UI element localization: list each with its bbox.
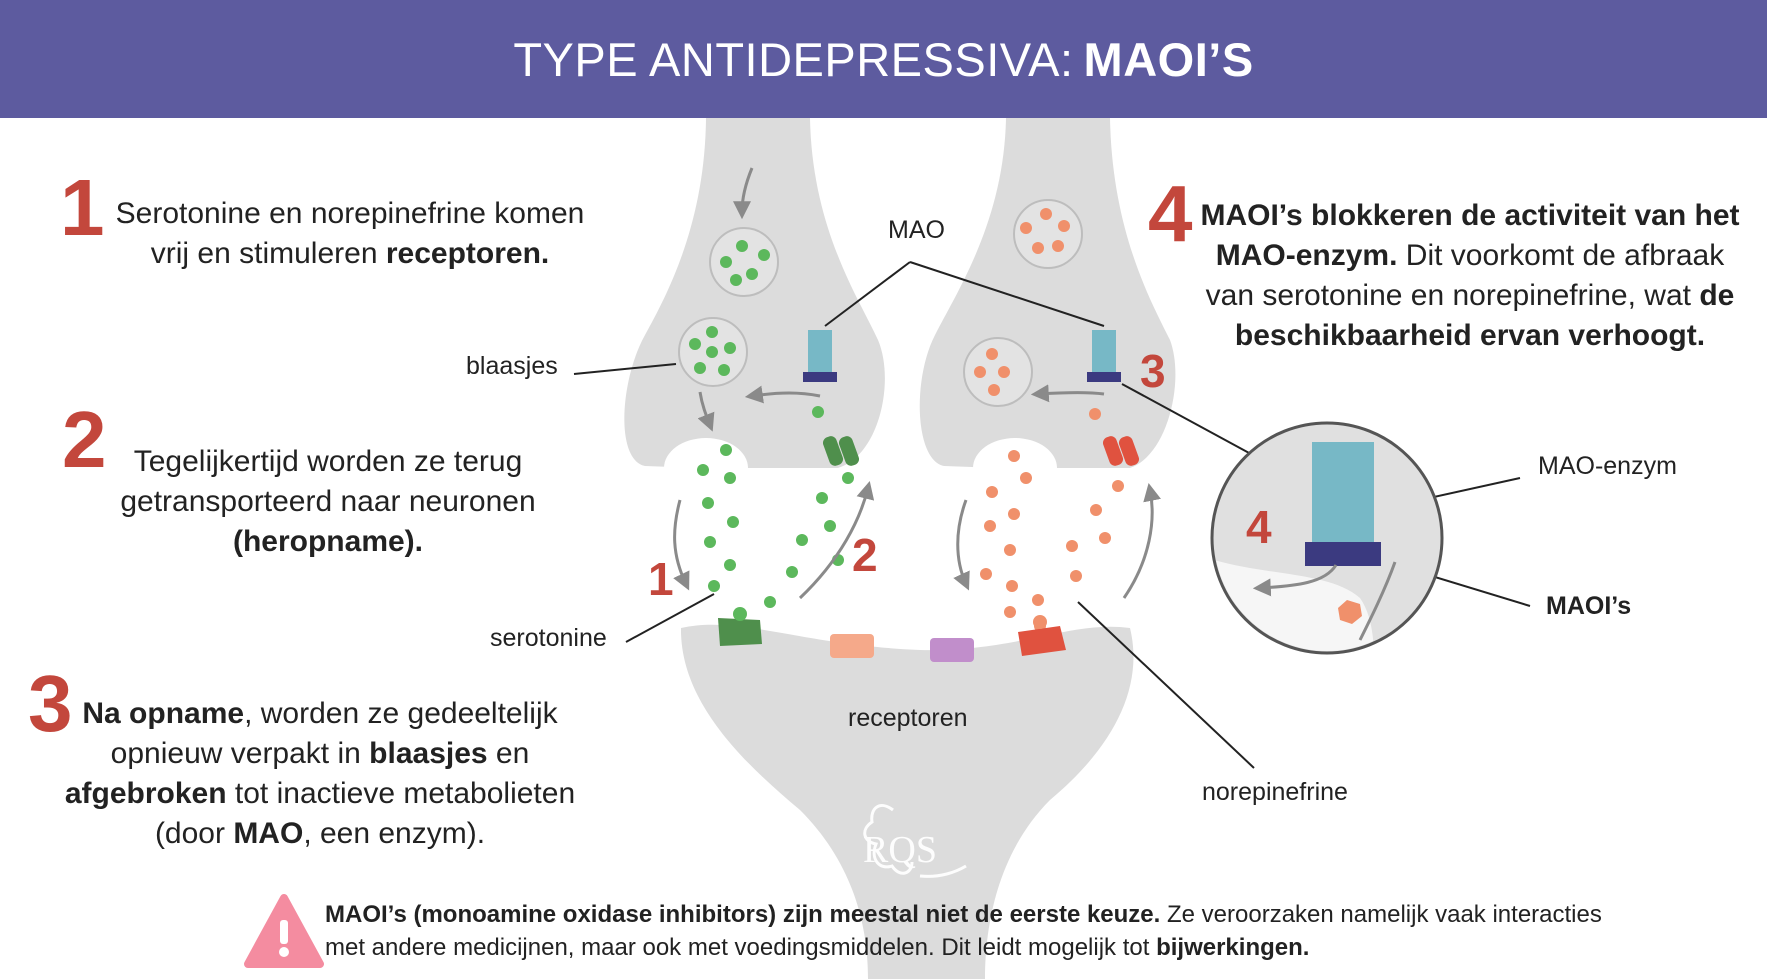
warning-bold-end: bijwerkingen. bbox=[1156, 934, 1310, 961]
page-header: TYPE ANTIDEPRESSIVA: MAOI’S bbox=[0, 0, 1767, 118]
label-norepinefrine: norepinefrine bbox=[1202, 778, 1348, 806]
step-3-bold-3: afgebroken bbox=[64, 777, 227, 810]
step-4-bold-1: MAOI’s blokkeren de activiteit van het bbox=[1200, 199, 1740, 232]
diagram-number-3: 3 bbox=[1140, 345, 1166, 397]
step-3-line1: , worden ze gedeeltelijk bbox=[244, 697, 558, 730]
step-4-bold-3: de bbox=[1699, 279, 1735, 312]
zoom-circle bbox=[1210, 421, 1444, 655]
flow-arrows bbox=[673, 167, 1161, 600]
transporter-left bbox=[822, 436, 860, 466]
mao-enzyme-left bbox=[808, 330, 832, 372]
diagram-number-2: 2 bbox=[852, 529, 878, 581]
step-1-line2: vrij en stimuleren bbox=[150, 237, 386, 270]
step-number-4: 4 bbox=[1148, 169, 1193, 258]
vesicle-right-top bbox=[1013, 199, 1083, 269]
step-3-line4: (door bbox=[154, 817, 234, 850]
mao-enzyme-right bbox=[1092, 330, 1116, 372]
maoi-block-left bbox=[803, 372, 837, 382]
receptor-orange bbox=[830, 634, 874, 658]
step-3-line3: tot inactieve metabolieten bbox=[226, 777, 576, 810]
svg-text:RQS: RQS bbox=[863, 829, 937, 871]
transporter-right bbox=[1102, 436, 1140, 466]
diagram-number-1: 1 bbox=[648, 553, 674, 605]
serotonin-molecules bbox=[697, 406, 854, 608]
diagram-number-4: 4 bbox=[1246, 501, 1272, 553]
rqs-logo: RQS bbox=[863, 804, 967, 878]
step-4-bold-2: MAO-enzym. bbox=[1215, 239, 1398, 272]
step-3-bold-1: Na opname bbox=[82, 697, 245, 730]
label-blaasjes: blaasjes bbox=[466, 352, 558, 380]
step-number-3: 3 bbox=[28, 659, 73, 748]
title-prefix: TYPE ANTIDEPRESSIVA: bbox=[513, 32, 1074, 86]
postsynaptic-neuron bbox=[680, 624, 1134, 979]
maoi-block-right bbox=[1087, 372, 1121, 382]
step-3-line4-end: , een enzym). bbox=[303, 817, 486, 850]
serotonin-receptor bbox=[718, 618, 762, 646]
step-4-line3: van serotonine en norepinefrine, wat bbox=[1205, 279, 1700, 312]
step-1-text: Serotonine en norepinefrine komen vrij e… bbox=[110, 194, 590, 274]
step-2-text: Tegelijkertijd worden ze terug getranspo… bbox=[108, 442, 548, 562]
step-number-2: 2 bbox=[62, 395, 107, 484]
step-3-bold-4: MAO bbox=[233, 817, 304, 850]
norepinephrine-molecules bbox=[980, 408, 1124, 632]
step-4-line2: Dit voorkomt de afbraak bbox=[1397, 239, 1725, 272]
norepinephrine-in-vesicles bbox=[974, 208, 1070, 396]
norepinephrine-receptor bbox=[1018, 626, 1066, 656]
step-3-line2: opnieuw verpakt in bbox=[110, 737, 370, 770]
leader-lines bbox=[573, 261, 1531, 769]
warning-bold: MAOI’s (monoamine oxidase inhibitors) zi… bbox=[325, 901, 1161, 928]
label-mao: MAO bbox=[888, 216, 945, 244]
step-number-1: 1 bbox=[60, 163, 105, 252]
step-3-text: Na opname, worden ze gedeeltelijk opnieu… bbox=[60, 694, 580, 854]
step-2-line1: Tegelijkertijd worden ze terug bbox=[133, 445, 523, 478]
receptor-purple bbox=[930, 638, 974, 662]
step-4-text: MAOI’s blokkeren de activiteit van het M… bbox=[1200, 196, 1740, 356]
serotonin-in-vesicles bbox=[689, 240, 770, 376]
step-3-bold-2: blaasjes bbox=[369, 737, 488, 770]
warning-body: Ze veroorzaken namelijk vaak interacties… bbox=[325, 901, 1602, 961]
warning-icon bbox=[244, 894, 324, 968]
label-maois: MAOI’s bbox=[1546, 592, 1632, 620]
step-1-line1: Serotonine en norepinefrine komen bbox=[115, 197, 585, 230]
step-1-bold: receptoren. bbox=[385, 237, 550, 270]
label-receptoren: receptoren bbox=[848, 704, 968, 732]
warning-text: MAOI’s (monoamine oxidase inhibitors) zi… bbox=[325, 898, 1605, 964]
step-3-line2-end: en bbox=[487, 737, 530, 770]
label-mao-enzym: MAO-enzym bbox=[1538, 452, 1677, 480]
title-bold: MAOI’S bbox=[1083, 32, 1254, 86]
step-4-bold-4: beschikbaarheid ervan verhoogt. bbox=[1234, 319, 1706, 352]
presynaptic-neuron-right bbox=[919, 118, 1176, 469]
vesicle-left-top bbox=[709, 227, 779, 297]
step-2-line2: getransporteerd naar neuronen bbox=[120, 485, 536, 518]
label-serotonine: serotonine bbox=[490, 624, 607, 652]
step-2-bold: (heropname). bbox=[232, 525, 424, 558]
